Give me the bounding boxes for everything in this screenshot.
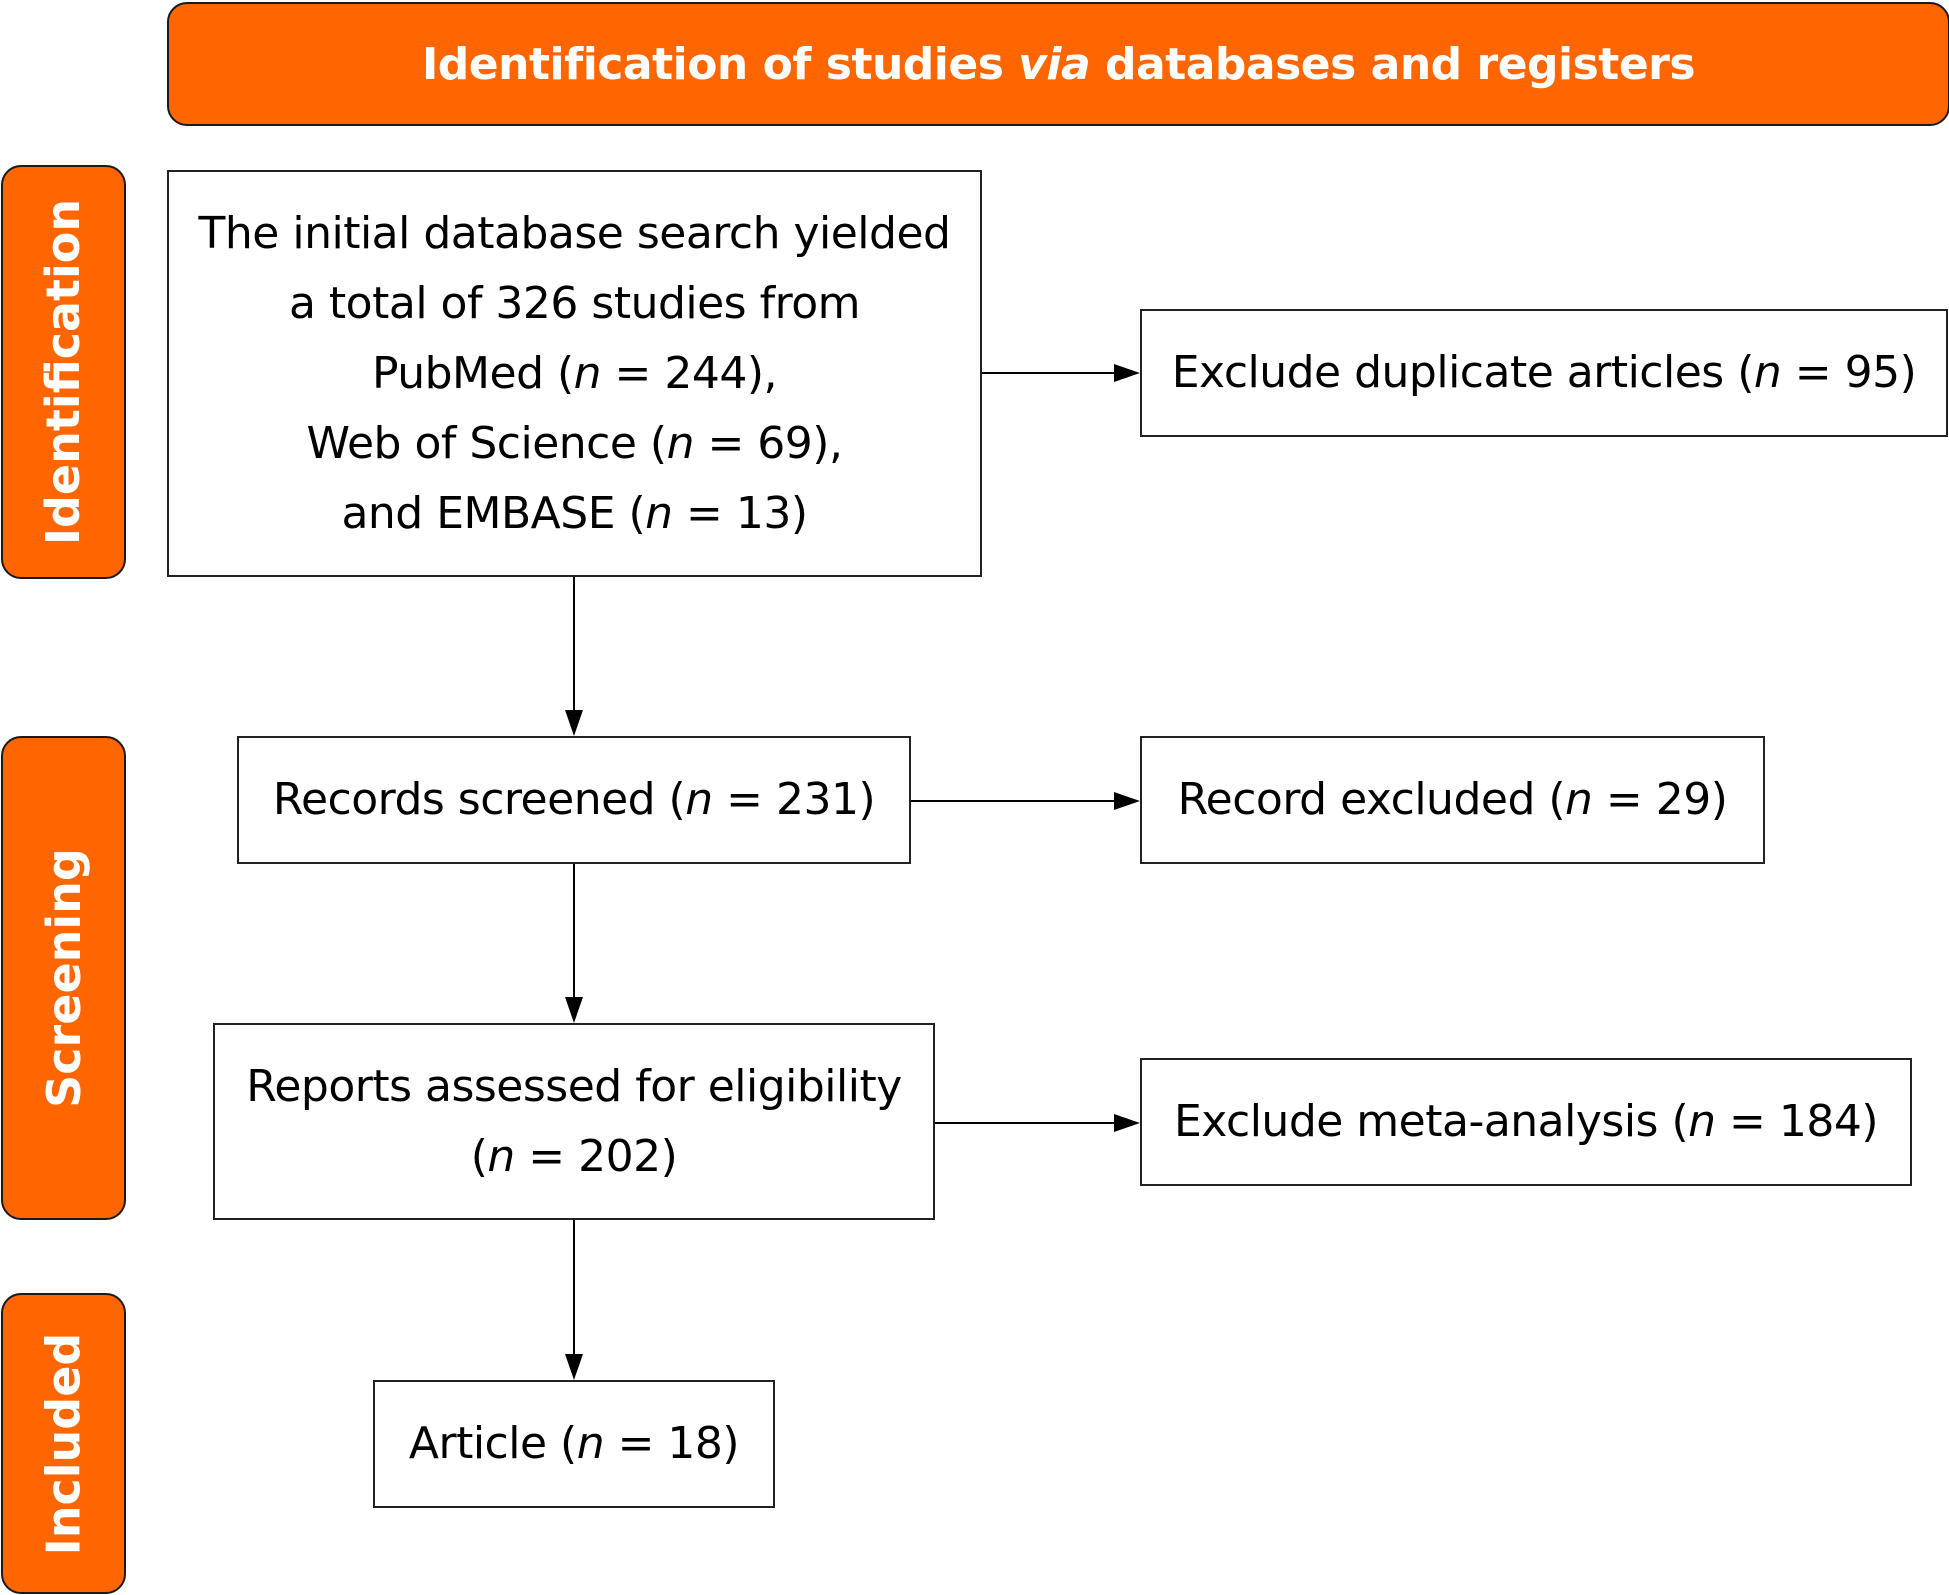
phase-label: Identification [36,198,91,546]
phase-screening: Screening [1,736,126,1220]
header-italic: via [1018,38,1091,90]
connector-to-reports-assessed [573,864,575,999]
header-suffix: databases and registers [1090,38,1696,90]
connector-to-duplicates [982,372,1116,374]
arrow-down-icon [565,710,583,736]
flow-header: Identification of studies via databases … [167,2,1949,126]
connector-to-meta-excluded [935,1122,1116,1124]
box-line: Web of Science (n = 69), [306,417,843,469]
arrow-down-icon [565,1354,583,1380]
arrow-right-icon [1114,364,1140,382]
phase-label: Included [36,1332,91,1555]
connector-to-article [573,1220,575,1356]
records-excluded-box: Record excluded (n = 29) [1140,736,1765,864]
box-line: PubMed (n = 244), [371,347,778,399]
arrow-right-icon [1114,792,1140,810]
connector-to-records-screened [573,577,575,712]
meta-analysis-excluded-box: Exclude meta-analysis (n = 184) [1140,1058,1912,1186]
phase-label: Screening [36,848,91,1108]
arrow-right-icon [1114,1114,1140,1132]
records-screened-box: Records screened (n = 231) [237,736,911,864]
box-line: and EMBASE (n = 13) [341,487,808,539]
phase-included: Included [1,1293,126,1594]
article-included-box: Article (n = 18) [373,1380,775,1508]
reports-assessed-box: Reports assessed for eligibility (n = 20… [213,1023,935,1220]
header-prefix: Identification of studies [421,38,1019,90]
box-line: The initial database search yielded [198,207,951,259]
arrow-down-icon [565,997,583,1023]
initial-search-box: The initial database search yielded a to… [167,170,982,577]
phase-identification: Identification [1,165,126,579]
box-line: a total of 326 studies from [288,277,861,329]
connector-to-records-excluded [911,800,1116,802]
duplicates-excluded-box: Exclude duplicate articles (n = 95) [1140,309,1948,437]
